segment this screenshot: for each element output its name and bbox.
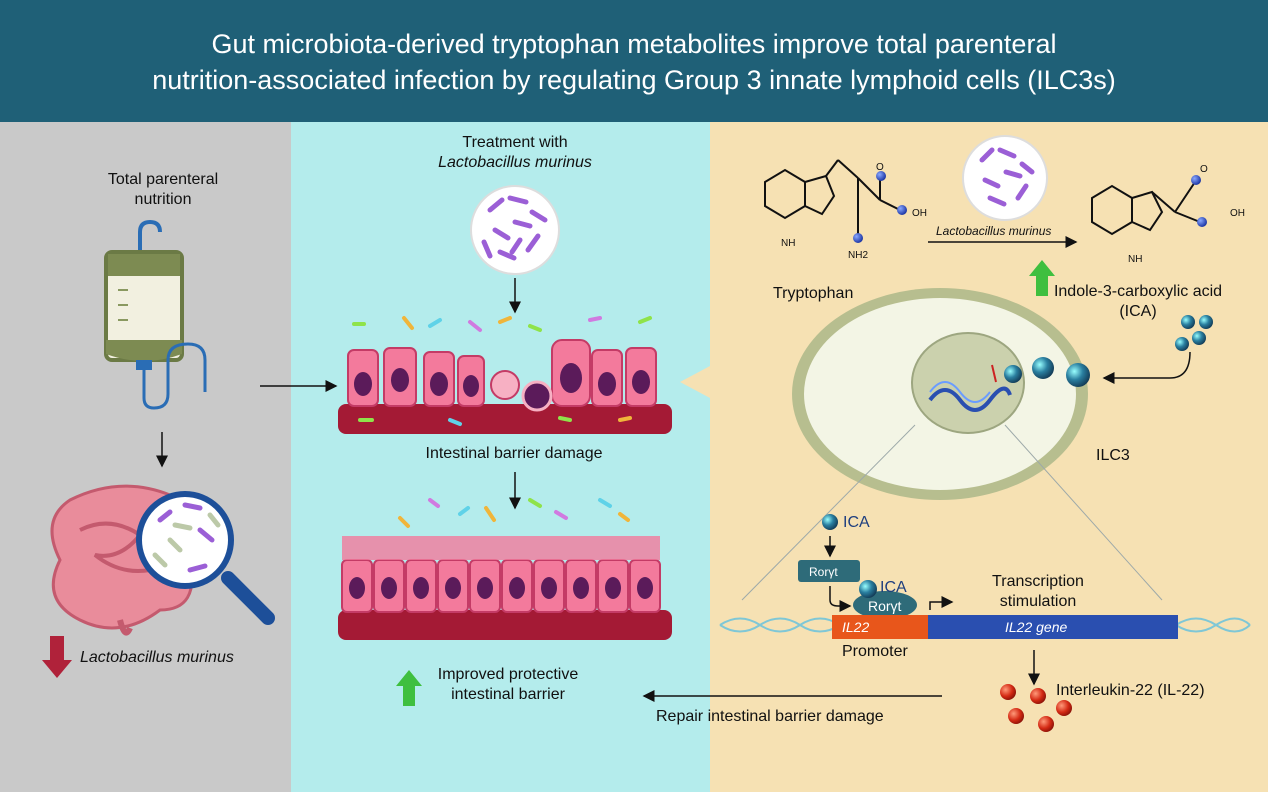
ica-label: Indole-3-carboxylic acid (ICA): [1054, 282, 1222, 322]
decrease-arrow-icon: [42, 636, 72, 678]
ilc3-label: ILC3: [1096, 447, 1130, 464]
transcription-label-line1: Transcription: [992, 573, 1084, 590]
title-line-1: Gut microbiota-derived tryptophan metabo…: [211, 29, 1057, 59]
rorgt-box-1: [798, 560, 860, 582]
il22-proteins-icon: [1000, 684, 1072, 732]
zoom-line-right: [1004, 424, 1163, 601]
treatment-label: Treatment with Lactobacillus murinus: [438, 133, 592, 173]
increase-arrow-icon: [396, 670, 422, 706]
hydroxyl-atom: [897, 205, 907, 215]
ica-ball-2: [859, 580, 877, 598]
rorgt-label-1: Rorγt: [809, 565, 838, 579]
transcription-arrow: [929, 596, 954, 610]
tryptophan-structure: [764, 159, 901, 236]
rorgt-label-2: Rorγt: [868, 598, 902, 614]
gene-block: [928, 615, 1178, 639]
oh-label-2: OH: [1230, 208, 1245, 219]
rorgt-bound: [853, 591, 917, 619]
page-title: Gut microbiota-derived tryptophan metabo…: [0, 26, 1268, 98]
tpn-label: Total parenteral nutrition: [108, 170, 218, 210]
improved-label: Improved protective intestinal barrier: [438, 665, 579, 705]
o-label-1: O: [876, 162, 884, 173]
damage-label: Intestinal barrier damage: [425, 445, 603, 462]
bacteria-culture-icon-2: [962, 135, 1048, 221]
ica-small-label-1: ICA: [843, 514, 870, 531]
oxygen-atom-2: [1191, 175, 1201, 185]
bacteria-culture-icon: [470, 185, 560, 275]
healthy-barrier-icon: [338, 498, 672, 640]
dna-strand: [719, 617, 1251, 633]
ica-molecules-icon: [1175, 315, 1213, 351]
left-panel: [0, 122, 291, 792]
promoter-il22-label: IL22: [842, 619, 870, 635]
damaged-barrier-icon: [338, 316, 672, 434]
nh2-label: NH2: [848, 250, 869, 261]
hydroxyl-atom-2: [1197, 217, 1207, 227]
tpn-label-line2: nutrition: [134, 191, 192, 208]
oh-label-1: OH: [912, 208, 927, 219]
panel-notch: [680, 366, 710, 398]
nh-label-2: NH: [1128, 254, 1143, 265]
treatment-label-line1: Treatment with: [462, 134, 568, 151]
title-banner: Gut microbiota-derived tryptophan metabo…: [0, 0, 1268, 122]
zoom-line-left: [741, 424, 916, 601]
ica-label-line1: Indole-3-carboxylic acid: [1053, 283, 1223, 300]
title-line-2: nutrition-associated infection by regula…: [152, 65, 1116, 95]
arrow-ror-bind: [829, 586, 852, 612]
ica-small-label-2: ICA: [880, 579, 907, 596]
iv-bag-icon: [104, 219, 207, 410]
ilc3-cell-icon: [792, 288, 1090, 500]
tryptophan-label: Tryptophan: [773, 285, 854, 302]
ica-ball-1: [822, 514, 838, 530]
magnifier-icon: [136, 491, 275, 625]
improved-label-line2: intestinal barrier: [451, 686, 565, 703]
bacteria-decrease-label: Lactobacillus murinus: [80, 649, 234, 666]
transcription-label: Transcription stimulation: [992, 572, 1084, 612]
repair-label: Repair intestinal barrier damage: [656, 708, 884, 725]
gene-label: IL22 gene: [1005, 619, 1068, 635]
oxygen-atom: [876, 171, 886, 181]
reaction-label: Lactobacillus murinus: [936, 224, 1052, 238]
increase-arrow-icon-2: [1029, 260, 1055, 296]
il22-label: Interleukin-22 (IL-22): [1056, 682, 1205, 699]
ica-structure: [1091, 181, 1201, 236]
o-label-2: O: [1200, 164, 1208, 175]
promoter-label: Promoter: [842, 643, 908, 660]
ica-label-line2: (ICA): [1119, 303, 1157, 320]
tpn-label-line1: Total parenteral: [107, 171, 219, 188]
amine-atom: [853, 233, 863, 243]
improved-label-line1: Improved protective: [437, 666, 579, 683]
treatment-label-line2: Lactobacillus murinus: [438, 154, 592, 171]
transcription-label-line2: stimulation: [999, 593, 1077, 610]
promoter-block: [832, 615, 928, 639]
arrow-to-cell: [1102, 351, 1191, 384]
nh-label-1: NH: [781, 238, 796, 249]
